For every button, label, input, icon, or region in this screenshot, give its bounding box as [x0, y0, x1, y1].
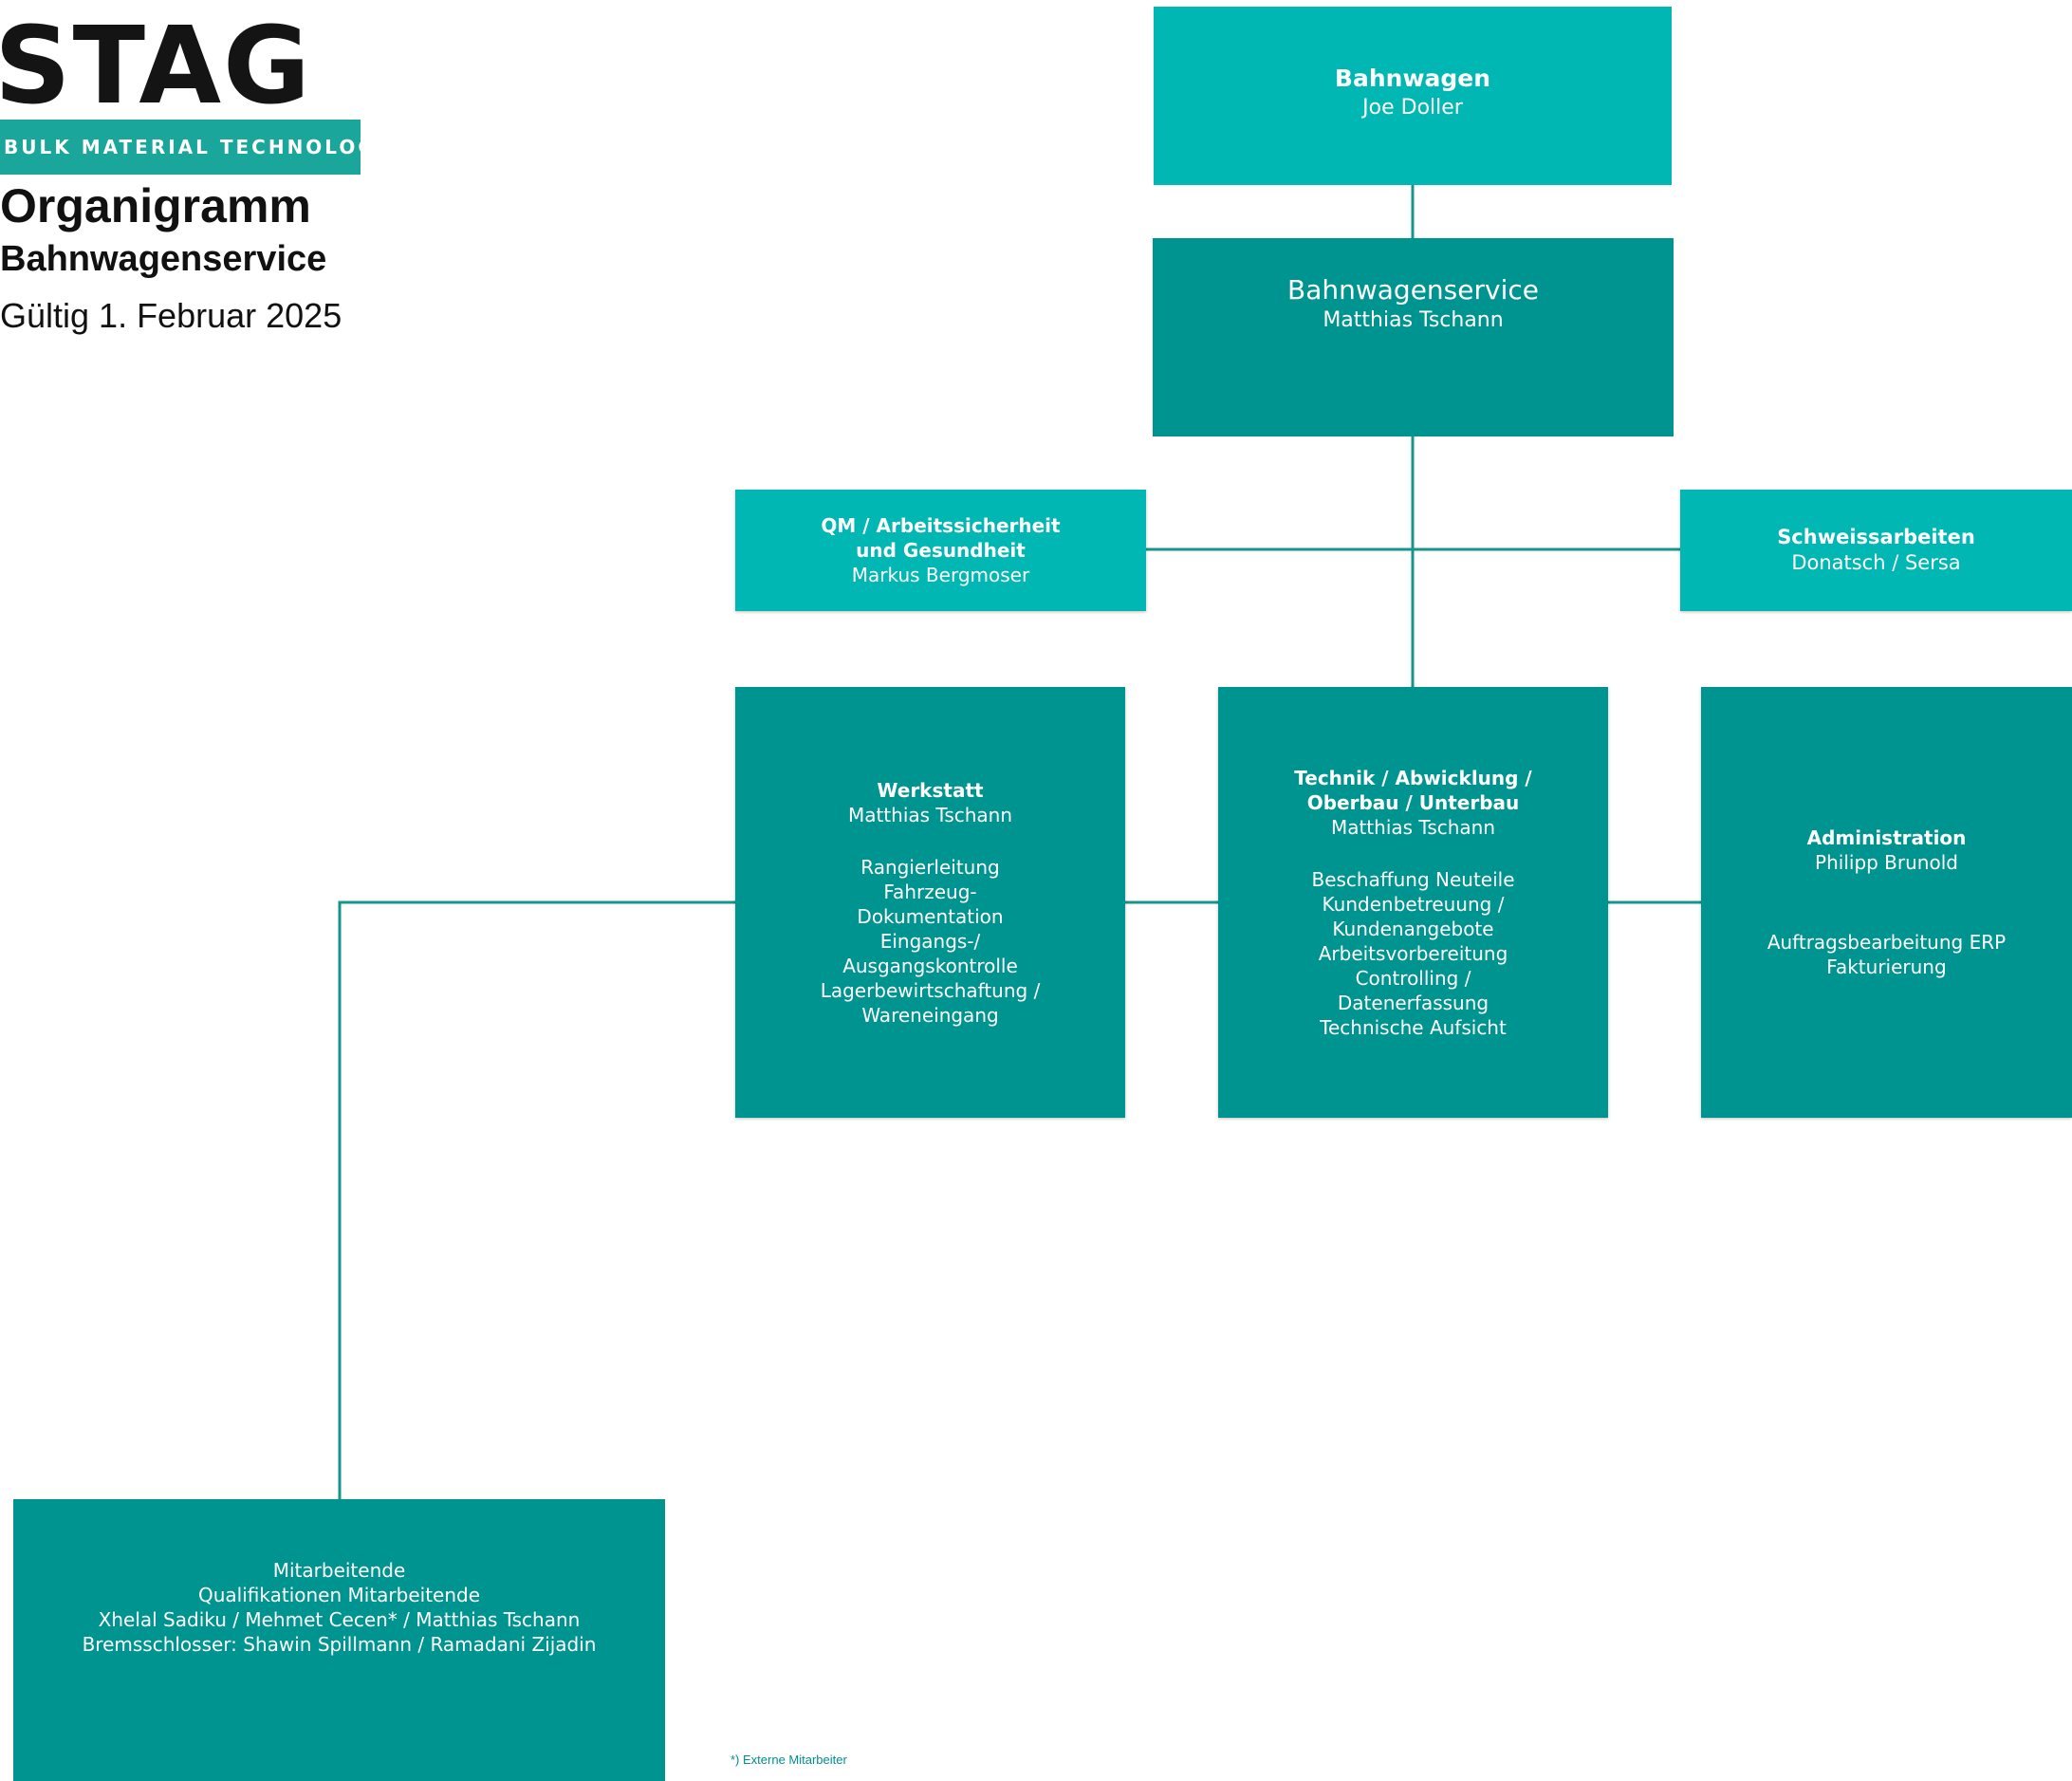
node-task: Beschaffung Neuteile — [1311, 867, 1515, 891]
footnote: *) Externe Mitarbeiter — [731, 1753, 847, 1767]
node-administration: Administration Philipp Brunold Auftragsb… — [1701, 687, 2072, 1118]
node-task: Kundenangebote — [1332, 917, 1494, 940]
node-subtitle: Qualifikationen Mitarbeitende — [197, 1584, 481, 1606]
logo-tagline: BULK MATERIAL TECHNOLOGY — [0, 120, 390, 175]
node-person: Markus Bergmoser — [851, 564, 1030, 586]
node-task: Wareneingang — [861, 1003, 999, 1027]
node-technik-abwicklung: Technik / Abwicklung / Oberbau / Unterba… — [1218, 687, 1608, 1118]
node-title: Bahnwagenservice — [1287, 274, 1539, 306]
node-title: Schweissarbeiten — [1777, 525, 1975, 548]
node-task: Ausgangskontrolle — [842, 954, 1018, 977]
node-person: Matthias Tschann — [847, 803, 1013, 826]
node-title: Mitarbeitende — [272, 1559, 406, 1582]
node-task: Fahrzeug- — [883, 880, 977, 903]
node-mitarbeitende: Mitarbeitende Qualifikationen Mitarbeite… — [13, 1499, 665, 1781]
logo-wordmark: STAG — [0, 5, 312, 128]
node-bahnwagenservice: Bahnwagenservice Matthias Tschann — [1153, 238, 1674, 436]
node-task: Datenerfassung — [1337, 991, 1489, 1014]
node-person: Philipp Brunold — [1815, 851, 1958, 874]
node-task: Controlling / — [1355, 966, 1471, 990]
node-bahnwagen: Bahnwagen Joe Doller — [1154, 7, 1672, 185]
connector-werkstatt-mitarbeitende — [338, 900, 735, 1499]
node-task: Auftragsbearbeitung ERP — [1767, 931, 2007, 954]
node-task: Fakturierung — [1826, 955, 1947, 978]
node-task: Kundenbetreuung / — [1322, 892, 1505, 916]
node-people: Bremsschlosser: Shawin Spillmann / Ramad… — [82, 1633, 597, 1656]
node-werkstatt: Werkstatt Matthias Tschann Rangierleitun… — [735, 687, 1125, 1118]
node-task: Dokumentation — [857, 904, 1004, 928]
node-task: Rangierleitung — [860, 855, 1000, 879]
node-task: Lagerbewirtschaftung / — [820, 978, 1041, 1002]
node-title-line: Oberbau / Unterbau — [1306, 790, 1520, 814]
node-schweissarbeiten: Schweissarbeiten Donatsch / Sersa — [1680, 490, 2072, 611]
node-qm-arbeitssicherheit: QM / Arbeitssicherheit und Gesundheit Ma… — [735, 490, 1146, 611]
node-people: Xhelal Sadiku / Mehmet Cecen* / Matthias… — [98, 1608, 581, 1631]
node-task: Arbeitsvorbereitung — [1318, 941, 1508, 965]
valid-date: Gültig 1. Februar 2025 — [0, 296, 342, 335]
node-task: Eingangs-/ — [879, 929, 981, 953]
page-subtitle: Bahnwagenservice — [0, 239, 327, 279]
page-title: Organigramm — [0, 179, 311, 232]
node-title-line: Technik / Abwicklung / — [1294, 766, 1532, 789]
node-task: Technische Aufsicht — [1320, 1015, 1507, 1039]
node-person: Matthias Tschann — [1330, 815, 1496, 839]
node-person: Joe Doller — [1362, 95, 1463, 120]
node-title-line: QM / Arbeitssicherheit — [821, 514, 1061, 537]
node-title: Bahnwagen — [1334, 65, 1491, 92]
node-title: Administration — [1806, 826, 1967, 849]
node-person: Matthias Tschann — [1323, 308, 1504, 333]
node-title-line: und Gesundheit — [856, 539, 1026, 562]
node-title: Werkstatt — [877, 778, 984, 802]
node-person: Donatsch / Sersa — [1791, 551, 1961, 574]
stag-logo: STAG BULK MATERIAL TECHNOLOGY — [0, 13, 390, 175]
